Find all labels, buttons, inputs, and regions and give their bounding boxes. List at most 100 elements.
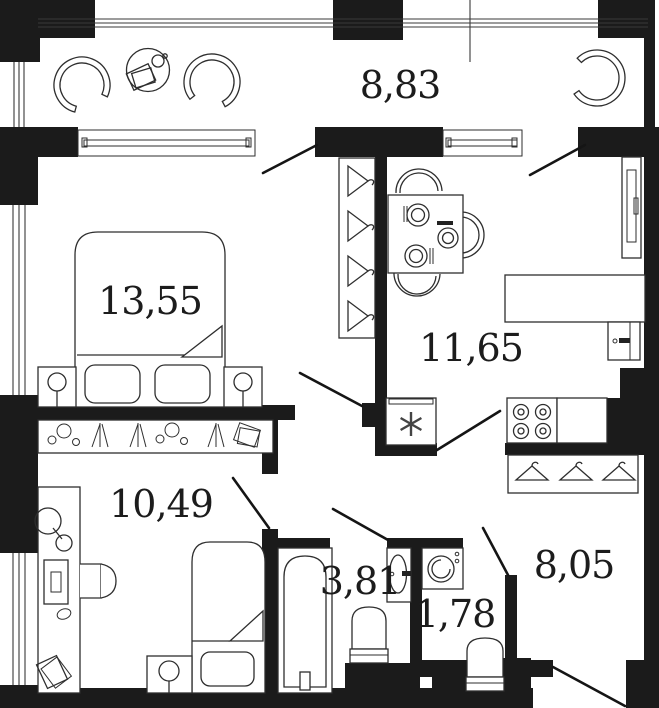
picture-frame-icon	[35, 654, 73, 690]
blanket-fold	[228, 609, 264, 642]
doors	[231, 143, 627, 708]
bedroom-window	[77, 129, 256, 157]
wall-segment	[38, 405, 295, 420]
wall-segment	[644, 38, 655, 130]
lamp-icon	[47, 372, 67, 392]
decor-box-icon	[232, 422, 262, 448]
room-label-hallway: 8,05	[534, 543, 615, 587]
wall-segment	[375, 443, 437, 456]
wall-segment	[262, 529, 278, 697]
pillow-icon	[84, 364, 141, 404]
counter-icon	[556, 397, 608, 444]
chair-icon	[395, 168, 443, 194]
wall-segment	[432, 663, 467, 693]
room-label-balcony: 8,83	[360, 63, 441, 107]
wall-segment	[345, 663, 420, 693]
counter-icon	[504, 274, 646, 323]
plant-icon	[207, 423, 225, 448]
wc-door-swing	[481, 526, 510, 577]
room-labels: 8,83 13,55 11,65 10,49 3,81 1,78 8,05	[98, 63, 615, 636]
monitor-icon	[43, 559, 69, 605]
wall-segment	[503, 658, 531, 693]
toilet-icon	[349, 606, 389, 664]
balcony-door-swing	[528, 143, 587, 177]
base-cabinet-icon	[607, 321, 641, 361]
room-furniture	[34, 419, 274, 694]
armchair-icon	[565, 44, 632, 113]
boiler-icon	[385, 397, 437, 446]
washing-machine-icon	[421, 547, 464, 590]
desk-chair-icon	[80, 563, 117, 599]
washbasin-icon	[386, 547, 412, 603]
chair-icon	[460, 211, 485, 259]
wall-segment	[315, 127, 443, 157]
bedroom-door-swing	[298, 371, 364, 408]
plate-icon	[404, 244, 428, 268]
wall-segment	[626, 660, 659, 708]
armchair-icon	[47, 50, 116, 117]
room-side-window	[12, 553, 26, 685]
stove-icon	[506, 397, 608, 444]
kitchen-furniture	[385, 156, 646, 446]
room-label-room: 10,49	[109, 482, 213, 526]
lamp-icon	[158, 660, 180, 682]
desk-lamp-icon	[34, 507, 62, 535]
wall-segment	[578, 127, 659, 157]
nightstand-icon	[223, 366, 263, 408]
wall-segment	[0, 38, 40, 62]
wall-segment	[607, 398, 645, 443]
wall-segment	[0, 395, 38, 553]
bathtub-icon	[277, 547, 333, 694]
wall-segment	[333, 0, 403, 40]
kitchen-door-swing	[435, 409, 502, 452]
nightstand-icon	[146, 655, 193, 694]
wardrobe-icon	[338, 157, 376, 339]
single-bed-icon	[191, 541, 266, 694]
pillow-icon	[154, 364, 211, 404]
wall-segment	[262, 538, 330, 550]
room-label-bathroom: 3,81	[320, 559, 401, 603]
asterisk-icon	[400, 412, 422, 436]
balcony-furniture	[47, 44, 632, 117]
tap-icon	[402, 571, 411, 576]
coffee-table-icon	[125, 47, 171, 93]
pillow-icon	[200, 651, 255, 687]
dining-table-icon	[387, 194, 464, 274]
balcony-door-swing	[261, 143, 319, 175]
bathroom-furniture	[277, 547, 412, 694]
mouse-icon	[56, 608, 72, 620]
nightstand-icon	[37, 366, 77, 408]
kitchen-window	[442, 129, 523, 157]
bathroom-door-swing	[331, 507, 390, 542]
wall-segment	[410, 543, 422, 665]
fridge-icon	[621, 156, 642, 259]
dresser-icon	[37, 419, 274, 454]
wall-segment	[375, 155, 387, 447]
coat-rack-icon	[507, 454, 639, 494]
wall-segment	[644, 157, 659, 663]
wall-segment	[0, 127, 38, 205]
room-label-kitchen: 11,65	[419, 326, 523, 370]
hallway-furniture	[507, 454, 639, 494]
balcony-glazing	[13, 0, 648, 127]
wall-segment	[422, 538, 463, 548]
armchair-icon	[176, 44, 250, 116]
wall-segment	[505, 575, 517, 665]
toilet-icon	[465, 637, 505, 692]
plant-icon	[129, 423, 147, 448]
bedroom-furniture	[37, 157, 376, 408]
entrance-door-swing	[551, 665, 627, 708]
double-bed-icon	[74, 231, 226, 408]
room-label-bedroom: 13,55	[98, 279, 202, 323]
desk-icon	[34, 486, 117, 694]
faucet-icon	[299, 671, 311, 691]
plate-icon	[437, 227, 459, 249]
room-door-swing	[231, 476, 271, 530]
wall-segment	[505, 443, 645, 455]
blanket-fold	[180, 324, 223, 358]
lamp-icon	[233, 372, 253, 392]
room-label-wc: 1,78	[415, 592, 496, 636]
